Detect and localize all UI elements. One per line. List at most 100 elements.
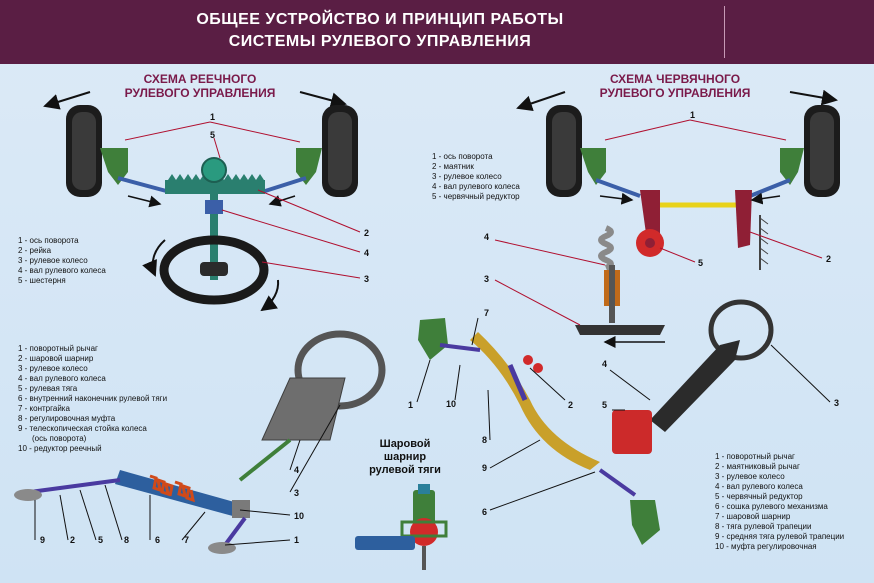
ball-joint-title-line3: рулевой тяги: [369, 464, 441, 476]
worm-legend-item: 2 - маятник: [432, 162, 474, 171]
worm-callout-5: 5: [698, 258, 703, 268]
rack-legend-item: 5 - шестерня: [18, 276, 66, 285]
worm-asm-legend-item: 4 - вал рулевого колеса: [715, 482, 803, 491]
left-knuckle: [100, 148, 128, 185]
rack-scheme-legend: 1 - ось поворота 2 - рейка 3 - рулевое к…: [18, 236, 106, 286]
worm-asm-legend-item: 2 - маятниковый рычаг: [715, 462, 800, 471]
rack-asm-legend-item: 2 - шаровой шарнир: [18, 354, 94, 363]
rack-steering-wheel: [159, 235, 269, 305]
worm-asm-legend-item: 7 - шаровой шарнир: [715, 512, 791, 521]
worm-asm-gearbox: [612, 410, 652, 454]
worm-scheme-diagram: 1 4 5 2 3: [484, 89, 840, 348]
rack-asm-callout-7: 7: [184, 535, 189, 545]
steering-shaft: [238, 438, 292, 482]
rack-legend-item: 4 - вал рулевого колеса: [18, 266, 106, 275]
rack-callout-2: 2: [364, 228, 369, 238]
rack-asm-callout-3: 3: [294, 488, 299, 498]
worm-asm-legend-item: 1 - поворотный рычаг: [715, 452, 795, 461]
rack-scheme-title-line1: СХЕМА РЕЕЧНОГО: [143, 72, 257, 86]
idler-arm: [735, 190, 752, 248]
rack-scheme-diagram: 1 5 2 4 3: [43, 91, 369, 312]
ball-joint-ball: [410, 518, 438, 546]
worm-assembly-legend: 1 - поворотный рычаг 2 - маятниковый рыч…: [715, 452, 844, 552]
ball-joint-rod: [355, 536, 415, 550]
worm-legend-item: 5 - червячный редуктор: [432, 192, 520, 201]
rack-asm-callout-2: 2: [70, 535, 75, 545]
rack-scheme-title-line2: РУЛЕВОГО УПРАВЛЕНИЯ: [124, 86, 276, 100]
rack-asm-callout-4: 4: [294, 465, 299, 475]
worm-scheme-title-line2: РУЛЕВОГО УПРАВЛЕНИЯ: [599, 86, 751, 100]
rack-scheme-title: СХЕМА РЕЕЧНОГО РУЛЕВОГО УПРАВЛЕНИЯ: [100, 72, 300, 100]
ball-joint-title-line2: шарнир: [383, 451, 427, 463]
worm-asm-steering-wheel: [708, 299, 774, 361]
left-steering-arm: [14, 489, 42, 501]
worm-asm-legend-item: 6 - сошка рулевого механизма: [715, 502, 828, 511]
left-tie-rod: [29, 478, 121, 494]
column-housing: [261, 377, 346, 441]
worm-assembly-diagram: 7 1 10 2 8 9 6 4 5 3: [408, 299, 839, 545]
worm-asm-legend-item: 5 - червячный редуктор: [715, 492, 803, 501]
rack-asm-legend-item: 9 - телескопическая стойка колеса: [18, 424, 147, 433]
ball-joint-title: Шаровой шарнир рулевой тяги: [360, 438, 450, 477]
rack-asm-legend-item: 1 - поворотный рычаг: [18, 344, 98, 353]
rack-callout-4: 4: [364, 248, 369, 258]
rack-asm-legend-item: 8 - регулировочная муфта: [18, 414, 116, 423]
worm-asm-callout-5: 5: [602, 400, 607, 410]
worm-callout-2: 2: [826, 254, 831, 264]
rack-asm-legend-item: 7 - контргайка: [18, 404, 70, 413]
worm-asm-legend-item: 9 - средняя тяга рулевой трапеции: [715, 532, 845, 541]
worm-asm-left-knuckle: [418, 318, 448, 360]
rack-asm-legend-item: 6 - внутренний наконечник рулевой тяги: [18, 394, 168, 403]
worm-asm-right-knuckle: [630, 500, 660, 545]
rack-asm-callout-9: 9: [40, 535, 45, 545]
rack-bar: [165, 180, 265, 194]
worm-asm-callout-8: 8: [482, 435, 487, 445]
rack-asm-legend-item: 3 - рулевое колесо: [18, 364, 88, 373]
worm-asm-legend-item: 3 - рулевое колесо: [715, 472, 785, 481]
right-knuckle: [296, 148, 322, 185]
worm-callout-3: 3: [484, 274, 489, 284]
ball-joint-diagram: [355, 484, 448, 570]
rack-legend-item: 1 - ось поворота: [18, 236, 79, 245]
rack-column: [210, 190, 218, 280]
worm-callout-4: 4: [484, 232, 489, 242]
pinion-gear: [201, 157, 227, 183]
worm-callout-1: 1: [690, 110, 695, 120]
worm-asm-callout-6: 6: [482, 507, 487, 517]
rack-asm-legend-item: (ось поворота): [32, 434, 87, 443]
worm-asm-column: [650, 340, 740, 432]
worm-scheme-legend: 1 - ось поворота 2 - маятник 3 - рулевое…: [432, 152, 520, 202]
worm-asm-callout-7: 7: [484, 308, 489, 318]
worm-scheme-title: СХЕМА ЧЕРВЯЧНОГО РУЛЕВОГО УПРАВЛЕНИЯ: [575, 72, 775, 100]
worm-asm-callout-2: 2: [568, 400, 573, 410]
worm-asm-callout-9: 9: [482, 463, 487, 473]
worm-legend-item: 4 - вал рулевого колеса: [432, 182, 520, 191]
rack-asm-callout-6: 6: [155, 535, 160, 545]
rack-legend-item: 3 - рулевое колесо: [18, 256, 88, 265]
worm-asm-callout-10: 10: [446, 399, 456, 409]
rack-asm-legend-item: 4 - вал рулевого колеса: [18, 374, 106, 383]
right-steering-arm: [208, 542, 236, 554]
header-divider: [724, 6, 725, 58]
poster-title-line1: ОБЩЕЕ УСТРОЙСТВО И ПРИНЦИП РАБОТЫ: [196, 11, 564, 28]
worm-asm-callout-3: 3: [834, 398, 839, 408]
rack-assembly-diagram: 4 3 10 1 9 2 5 8 6 7: [14, 330, 386, 554]
center-link: [470, 332, 600, 470]
worm-scheme-title-line1: СХЕМА ЧЕРВЯЧНОГО: [609, 72, 741, 86]
rack-asm-legend-item: 5 - рулевая тяга: [18, 384, 78, 393]
worm-legend-item: 1 - ось поворота: [432, 152, 493, 161]
poster-header: ОБЩЕЕ УСТРОЙСТВО И ПРИНЦИП РАБОТЫ СИСТЕМ…: [0, 0, 874, 64]
rack-asm-callout-8: 8: [124, 535, 129, 545]
rack-asm-legend-item: 10 - редуктор реечный: [18, 444, 102, 453]
ball-joint-title-line1: Шаровой: [379, 438, 431, 450]
rack-callout-1: 1: [210, 112, 215, 122]
worm-asm-callout-4: 4: [602, 359, 607, 369]
worm-steering-wheel: [575, 325, 665, 335]
rack-callout-5: 5: [210, 130, 215, 140]
rack-asm-callout-1: 1: [294, 535, 299, 545]
rack-callout-3: 3: [364, 274, 369, 284]
worm-asm-callout-1: 1: [408, 400, 413, 410]
worm-asm-legend-item: 10 - муфта регулировочная: [715, 542, 817, 551]
